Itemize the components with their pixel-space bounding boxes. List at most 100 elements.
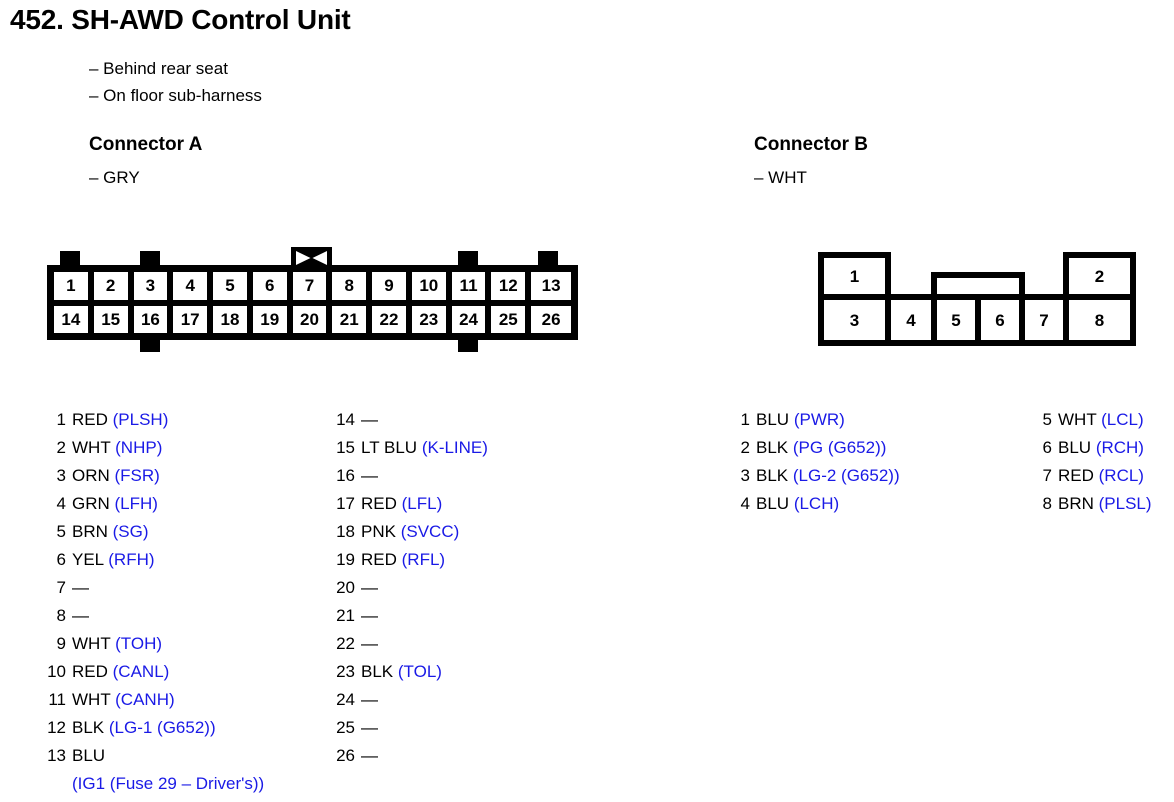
wire-color: BLU: [756, 410, 790, 429]
signal-name: (LCL): [1101, 410, 1144, 429]
pin-desc: BLK (PG (G652)): [756, 438, 886, 458]
pin-cell: 16: [133, 305, 174, 333]
pin-desc: —: [361, 578, 378, 598]
wire-color: BLK: [72, 718, 105, 737]
pin-cell: 1: [54, 272, 94, 300]
connector-a-top-row: 1 2 3 4 5 6 7 8 9 10 11 12 13: [54, 272, 571, 306]
pin-cell: 22: [372, 305, 412, 333]
signal-name: (PLSH): [112, 410, 169, 429]
pin-cell: 6: [975, 294, 1025, 346]
pin-desc: BRN (SG): [72, 522, 149, 542]
pin-number: 1: [56, 410, 66, 429]
pin-number: 24: [336, 690, 355, 709]
wire-color: —: [361, 746, 378, 765]
pin-cell: 26: [531, 305, 571, 333]
signal-name: (PG (G652)): [792, 438, 887, 457]
pin-number: 3: [740, 466, 750, 485]
wire-color: BRN: [1058, 494, 1094, 513]
pin-cell: 17: [173, 305, 214, 333]
pin-number: 8: [56, 606, 66, 625]
pin-desc: RED (LFL): [361, 494, 442, 514]
signal-name: (LG-1 (G652)): [108, 718, 216, 737]
pin-cell: 7: [1019, 294, 1069, 346]
pin-cell: 4: [173, 272, 214, 300]
pin-cell: 4: [885, 294, 937, 346]
pin-cell: 1: [818, 252, 891, 300]
pin-number: 6: [1042, 438, 1052, 457]
connector-a-color-note: – GRY: [89, 168, 140, 187]
signal-name: (SVCC): [400, 522, 460, 541]
pin-number: 4: [56, 494, 66, 513]
wire-color: —: [361, 718, 378, 737]
bowtie-icon: [291, 247, 332, 269]
pin-number: 6: [56, 550, 66, 569]
pin-desc: —: [72, 606, 89, 626]
pin-cell: 15: [93, 305, 134, 333]
pin-desc: —: [361, 410, 378, 430]
pin-desc: WHT (CANH): [72, 690, 175, 710]
wire-color: BLU: [72, 746, 106, 765]
wire-color: WHT: [72, 690, 111, 709]
pin-number: 23: [336, 662, 355, 681]
signal-name: (RFL): [401, 550, 446, 569]
signal-name: (PWR): [793, 410, 845, 429]
signal-name: (FSR): [114, 466, 160, 485]
pin-desc: PNK (SVCC): [361, 522, 459, 542]
pin-cell: 14: [54, 305, 94, 333]
signal-name: (IG1 (Fuse 29 – Driver's)): [72, 774, 265, 793]
wire-color: LT BLU: [361, 438, 418, 457]
pin-cell: 20: [292, 305, 333, 333]
signal-name: (LCH): [793, 494, 840, 513]
signal-name: (RCH): [1095, 438, 1144, 457]
pin-number: 19: [336, 550, 355, 569]
connector-b-color-note: – WHT: [754, 168, 807, 187]
pin-desc: BLU (PWR): [756, 410, 845, 430]
wire-color: RED: [361, 550, 397, 569]
pin-desc: RED (RCL): [1058, 466, 1144, 486]
pin-cell: 11: [451, 272, 492, 300]
connector-a-diagram: 1 2 3 4 5 6 7 8 9 10 11 12 13 14 15 16 1…: [40, 244, 585, 359]
signal-name: (RFH): [108, 550, 155, 569]
pin-cell: 21: [332, 305, 373, 333]
pin-cell: 25: [491, 305, 532, 333]
pin-desc: GRN (LFH): [72, 494, 158, 514]
connector-a-pin-grid: 1 2 3 4 5 6 7 8 9 10 11 12 13 14 15 16 1…: [54, 272, 571, 333]
signal-name: (K-LINE): [421, 438, 488, 457]
wire-color: —: [361, 690, 378, 709]
pin-number: 20: [336, 578, 355, 597]
wire-color: BLK: [756, 438, 789, 457]
pin-cell: 2: [93, 272, 134, 300]
pin-number: 26: [336, 746, 355, 765]
pin-cell: 8: [1063, 294, 1136, 346]
pin-cell: 8: [332, 272, 373, 300]
signal-name: (PLSL): [1098, 494, 1152, 513]
pin-number: 8: [1042, 494, 1052, 513]
pin-desc: LT BLU (K-LINE): [361, 438, 488, 458]
pin-cell: 10: [411, 272, 452, 300]
signal-name: (CANH): [115, 690, 175, 709]
title-text: SH-AWD Control Unit: [71, 4, 351, 35]
pin-desc: ORN (FSR): [72, 466, 160, 486]
pin-number: 12: [47, 718, 66, 737]
wire-color: BLU: [756, 494, 790, 513]
pin-cell: 19: [252, 305, 293, 333]
connector-a-bottom-row: 14 15 16 17 18 19 20 21 22 23 24 25 26: [54, 305, 571, 333]
pin-desc: BLK (LG-1 (G652)): [72, 718, 216, 738]
wire-color: WHT: [72, 634, 111, 653]
pin-desc: RED (CANL): [72, 662, 169, 682]
pin-cell: 7: [292, 272, 333, 300]
location-note: – On floor sub-harness: [89, 86, 262, 105]
wire-color: —: [361, 578, 378, 597]
pin-cell: 18: [213, 305, 253, 333]
pin-number: 5: [56, 522, 66, 541]
pin-number: 21: [336, 606, 355, 625]
signal-name: (RCL): [1098, 466, 1144, 485]
pin-number: 22: [336, 634, 355, 653]
pin-number: 2: [740, 438, 750, 457]
pin-desc: —: [361, 606, 378, 626]
wire-color: GRN: [72, 494, 110, 513]
wire-color: —: [361, 606, 378, 625]
wire-color: —: [361, 410, 378, 429]
wire-color: BLK: [756, 466, 789, 485]
pin-number: 14: [336, 410, 355, 429]
